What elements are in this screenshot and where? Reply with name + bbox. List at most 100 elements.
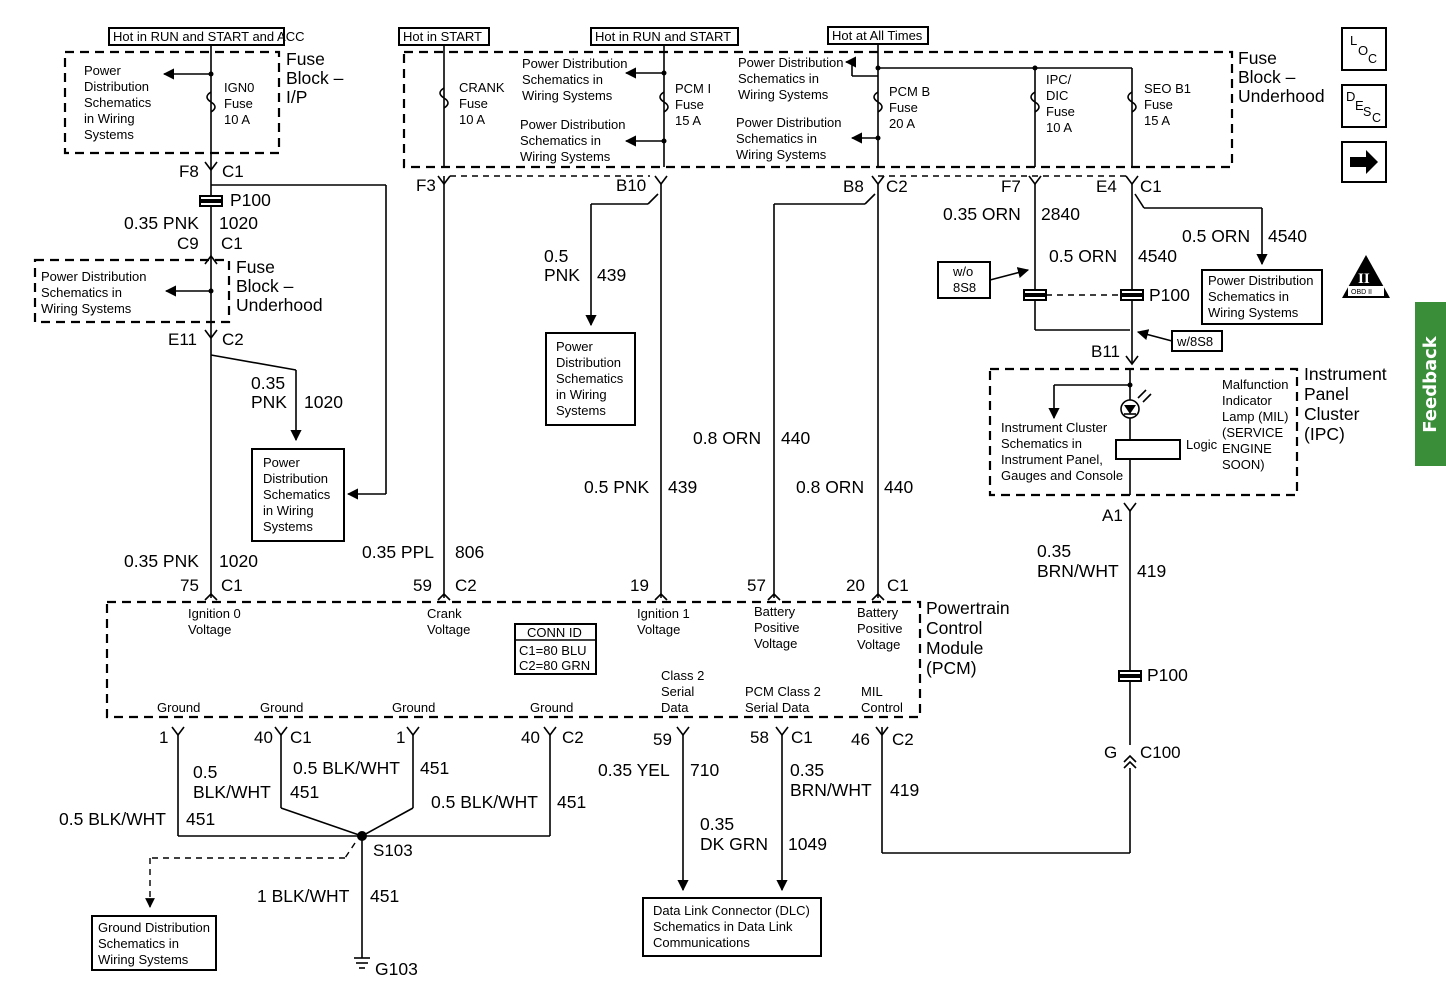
svg-text:Hot at All Times: Hot at All Times (832, 28, 923, 43)
svg-text:439: 439 (668, 477, 697, 497)
svg-text:0.5: 0.5 (193, 762, 217, 782)
svg-text:C1: C1 (222, 162, 244, 181)
svg-text:Crank: Crank (427, 606, 462, 621)
svg-text:75: 75 (180, 576, 199, 595)
svg-text:I/P: I/P (286, 87, 307, 107)
fuse-block-underhood-left: Fuse Block – Underhood Power Distributio… (33, 257, 323, 324)
svg-text:Power Distribution: Power Distribution (41, 269, 147, 284)
svg-text:Schematics in: Schematics in (522, 72, 603, 87)
svg-text:Ground: Ground (530, 700, 573, 715)
svg-text:Underhood: Underhood (236, 295, 323, 315)
svg-text:Panel: Panel (1304, 384, 1349, 404)
svg-text:Fuse: Fuse (459, 96, 488, 111)
svg-text:Instrument: Instrument (1304, 364, 1387, 384)
svg-text:C2: C2 (455, 576, 477, 595)
svg-text:PNK: PNK (544, 265, 580, 285)
svg-text:Wiring Systems: Wiring Systems (738, 87, 829, 102)
loc-button[interactable]: L O C (1341, 27, 1387, 71)
next-arrow-button[interactable] (1341, 141, 1387, 183)
svg-text:Hot in START: Hot in START (403, 29, 482, 44)
svg-text:Schematics in: Schematics in (98, 936, 179, 951)
svg-text:Battery: Battery (857, 605, 899, 620)
svg-text:0.5 BLK/WHT: 0.5 BLK/WHT (431, 792, 538, 812)
svg-text:10 A: 10 A (459, 112, 485, 127)
option-wo-8s8: w/o 8S8 (937, 261, 1030, 299)
svg-text:Block –: Block – (1238, 67, 1296, 87)
svg-text:1: 1 (159, 728, 168, 747)
svg-text:B8: B8 (843, 177, 864, 196)
svg-text:451: 451 (370, 886, 399, 906)
svg-text:Indicator: Indicator (1222, 393, 1273, 408)
svg-text:PNK: PNK (251, 392, 287, 412)
svg-text:PCM I: PCM I (675, 81, 711, 96)
svg-text:1 BLK/WHT: 1 BLK/WHT (257, 886, 350, 906)
svg-text:15 A: 15 A (675, 113, 701, 128)
svg-text:0.8 ORN: 0.8 ORN (693, 428, 761, 448)
desc-letter-s: S (1363, 105, 1371, 119)
svg-text:0.5 ORN: 0.5 ORN (1182, 226, 1250, 246)
svg-text:in Wiring: in Wiring (84, 111, 135, 126)
svg-text:Distribution: Distribution (263, 471, 328, 486)
svg-text:Power Distribution: Power Distribution (736, 115, 842, 130)
svg-text:BRN/WHT: BRN/WHT (1037, 561, 1119, 581)
svg-text:Block –: Block – (236, 276, 294, 296)
svg-text:Data Link Connector (DLC): Data Link Connector (DLC) (653, 903, 810, 918)
hot-label-all-times: Hot at All Times (827, 26, 929, 45)
svg-text:Schematics in: Schematics in (520, 133, 601, 148)
logic-block (1115, 439, 1181, 460)
svg-text:Class 2: Class 2 (661, 668, 704, 683)
svg-text:C2: C2 (886, 177, 908, 196)
svg-text:P100: P100 (230, 190, 271, 210)
svg-text:C1: C1 (791, 728, 813, 747)
svg-text:Schematics in Data Link: Schematics in Data Link (653, 919, 793, 934)
svg-text:10 A: 10 A (1046, 120, 1072, 135)
svg-text:1020: 1020 (304, 392, 343, 412)
svg-text:40: 40 (521, 728, 540, 747)
svg-text:Wiring Systems: Wiring Systems (520, 149, 611, 164)
svg-text:Schematics: Schematics (84, 95, 152, 110)
svg-text:Power Distribution: Power Distribution (1208, 273, 1314, 288)
svg-text:S103: S103 (373, 841, 413, 860)
crank-circuit: F3 0.35 PPL 806 59 C2 (362, 175, 1130, 601)
svg-text:1020: 1020 (219, 213, 258, 233)
svg-text:0.35 PNK: 0.35 PNK (124, 213, 199, 233)
feedback-button[interactable]: Feedback (1415, 302, 1446, 466)
svg-text:0.35: 0.35 (700, 814, 734, 834)
svg-text:0.5 BLK/WHT: 0.5 BLK/WHT (293, 758, 400, 778)
desc-letter-c: C (1372, 111, 1381, 125)
svg-text:Fuse: Fuse (675, 97, 704, 112)
svg-text:Fuse: Fuse (224, 96, 253, 111)
svg-text:G: G (1104, 743, 1117, 762)
svg-text:Distribution: Distribution (84, 79, 149, 94)
svg-text:710: 710 (690, 760, 719, 780)
svg-text:Voltage: Voltage (857, 637, 900, 652)
svg-text:C2: C2 (222, 330, 244, 349)
svg-text:59: 59 (413, 576, 432, 595)
svg-text:15 A: 15 A (1144, 113, 1170, 128)
svg-text:Module: Module (926, 638, 983, 658)
svg-text:Control: Control (926, 618, 982, 638)
svg-text:Voltage: Voltage (188, 622, 231, 637)
svg-text:Ground: Ground (392, 700, 435, 715)
desc-button[interactable]: D E S C (1341, 84, 1387, 128)
svg-text:Fuse: Fuse (286, 49, 325, 69)
loc-letter-l: L (1350, 33, 1357, 48)
svg-text:0.35 PNK: 0.35 PNK (124, 551, 199, 571)
svg-text:0.35: 0.35 (251, 373, 285, 393)
svg-text:Positive: Positive (857, 621, 903, 636)
svg-text:SOON): SOON) (1222, 457, 1265, 472)
pd-box-right: Power Distribution Schematics in Wiring … (1201, 269, 1323, 325)
svg-text:Power Distribution: Power Distribution (522, 56, 628, 71)
dlc-box: Data Link Connector (DLC) Schematics in … (642, 897, 822, 957)
svg-text:w/8S8: w/8S8 (1176, 334, 1213, 349)
svg-text:Battery: Battery (754, 604, 796, 619)
svg-text:Systems: Systems (556, 403, 606, 418)
svg-text:C9: C9 (177, 234, 199, 253)
svg-text:BRN/WHT: BRN/WHT (790, 780, 872, 800)
svg-text:Wiring Systems: Wiring Systems (736, 147, 827, 162)
svg-text:Gauges and Console: Gauges and Console (1001, 468, 1123, 483)
svg-text:Voltage: Voltage (637, 622, 680, 637)
svg-text:F8: F8 (179, 162, 199, 181)
serial-data-circuits: 59 58 C1 46 C2 0.35 YEL 710 0.35 DK GRN … (598, 726, 919, 892)
svg-text:Power Distribution: Power Distribution (738, 55, 844, 70)
